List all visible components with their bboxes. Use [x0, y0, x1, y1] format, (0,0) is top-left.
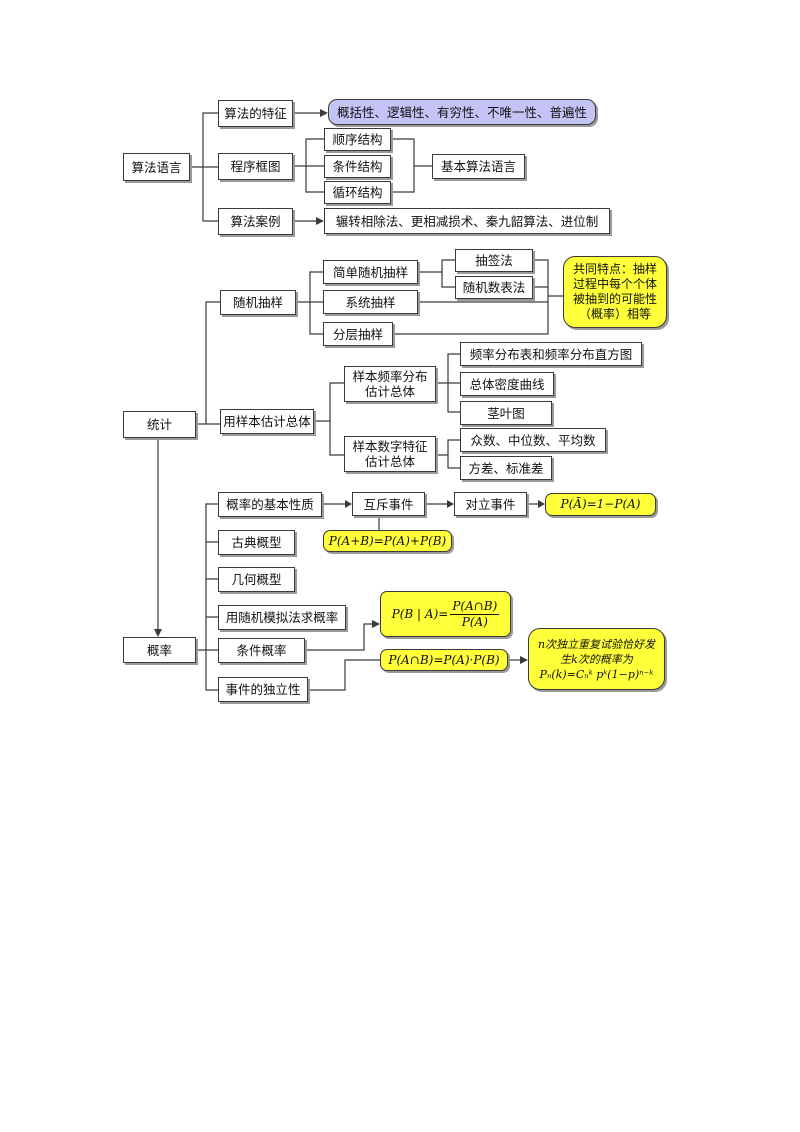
node-density-curve: 总体密度曲线	[460, 372, 554, 396]
node-algorithm-cases: 算法案例	[218, 208, 293, 235]
node-flowchart: 程序框图	[218, 153, 293, 180]
node-geometric-model: 几何概型	[218, 567, 295, 592]
node-basic-properties: 概率的基本性质	[218, 492, 322, 517]
node-probability: 概率	[123, 637, 196, 663]
node-algorithm-features: 算法的特征	[218, 100, 293, 127]
formula-conditional-denominator: P(A)	[461, 614, 488, 629]
node-numeric-features: 样本数字特征估计总体	[344, 436, 436, 472]
node-stratified-sampling: 分层抽样	[323, 322, 393, 346]
node-stem-leaf: 茎叶图	[460, 401, 552, 425]
formula-conditional: P(B | A)= P(A∩B) P(A)	[380, 591, 511, 637]
formula-opposite: P(Ā)=1−P(A)	[545, 493, 656, 516]
node-algorithm-language: 算法语言	[123, 153, 190, 181]
formula-independence: P(A∩B)=P(A)·P(B)	[380, 649, 508, 671]
node-features-value: 概括性、逻辑性、有穷性、不唯一性、普遍性	[328, 99, 596, 125]
node-random-sampling: 随机抽样	[220, 290, 296, 315]
formula-conditional-numerator: P(A∩B)	[450, 598, 500, 615]
node-variance-sd: 方差、标准差	[460, 456, 552, 480]
node-random-table-method: 随机数表法	[455, 276, 533, 299]
node-common-feature-note: 共同特点：抽样过程中每个个体被抽到的可能性（概率）相等	[563, 256, 667, 328]
node-mutually-exclusive: 互斥事件	[352, 492, 425, 516]
node-statistics: 统计	[123, 411, 196, 438]
node-sample-estimate: 用样本估计总体	[220, 409, 314, 434]
node-condition-structure: 条件结构	[324, 155, 391, 178]
node-simple-random-sampling: 简单随机抽样	[323, 260, 418, 284]
node-freq-table-histogram: 频率分布表和频率分布直方图	[460, 342, 642, 366]
node-classical-model: 古典概型	[218, 530, 295, 555]
node-frequency-distribution: 样本频率分布估计总体	[344, 366, 436, 402]
node-lottery-method: 抽签法	[455, 249, 533, 272]
node-conditional-probability: 条件概率	[218, 638, 305, 663]
node-cases-value: 辗转相除法、更相减损术、秦九韶算法、进位制	[324, 208, 610, 234]
node-basic-algorithm-language: 基本算法语言	[432, 154, 525, 179]
formula-conditional-fraction: P(A∩B) P(A)	[450, 598, 500, 630]
formula-conditional-lhs: P(B | A)=	[391, 606, 449, 621]
node-simulation: 用随机模拟法求概率	[218, 605, 346, 630]
formula-mutex-addition: P(A+B)=P(A)+P(B)	[323, 530, 452, 552]
node-independence: 事件的独立性	[218, 677, 308, 702]
node-mode-median-mean: 众数、中位数、平均数	[460, 428, 606, 452]
formula-binomial-note: n次独立重复试验恰好发生k次的概率为Pₙ(k)=Cₙᵏ pᵏ(1−p)ⁿ⁻ᵏ	[528, 628, 665, 690]
node-loop-structure: 循环结构	[324, 181, 391, 204]
node-opposite-events: 对立事件	[454, 492, 527, 516]
node-systematic-sampling: 系统抽样	[323, 290, 418, 314]
node-sequence-structure: 顺序结构	[324, 128, 391, 151]
